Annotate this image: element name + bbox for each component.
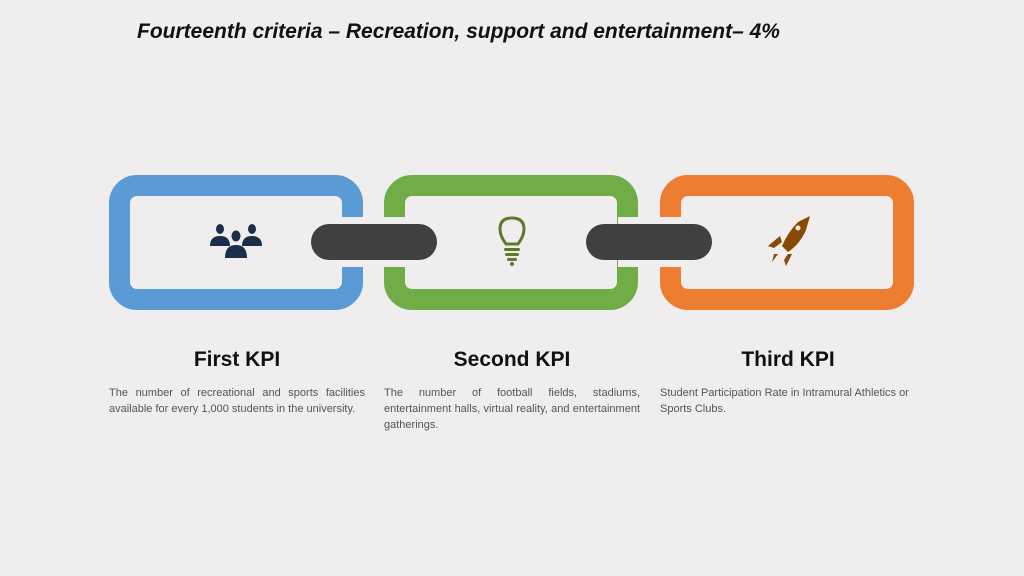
lightbulb-icon xyxy=(498,216,526,266)
kpi-1-heading: First KPI xyxy=(193,348,281,371)
kpi-3-frame xyxy=(660,175,914,310)
kpi-2-description: The number of football fields, stadiums,… xyxy=(384,387,640,431)
rocket-icon xyxy=(768,216,810,266)
kpi-3-description: Student Participation Rate in Intramural… xyxy=(660,387,909,415)
kpi-1-frame xyxy=(109,175,363,310)
kpi-2-heading: Second KPI xyxy=(453,348,571,371)
chain-link-1 xyxy=(311,224,437,260)
kpi-3-heading: Third KPI xyxy=(741,348,835,371)
page-title: Fourteenth criteria – Recreation, suppor… xyxy=(137,20,780,43)
chain-link-2 xyxy=(586,224,712,260)
people-group-icon xyxy=(210,224,262,258)
kpi-1-description: The number of recreational and sports fa… xyxy=(109,387,365,415)
